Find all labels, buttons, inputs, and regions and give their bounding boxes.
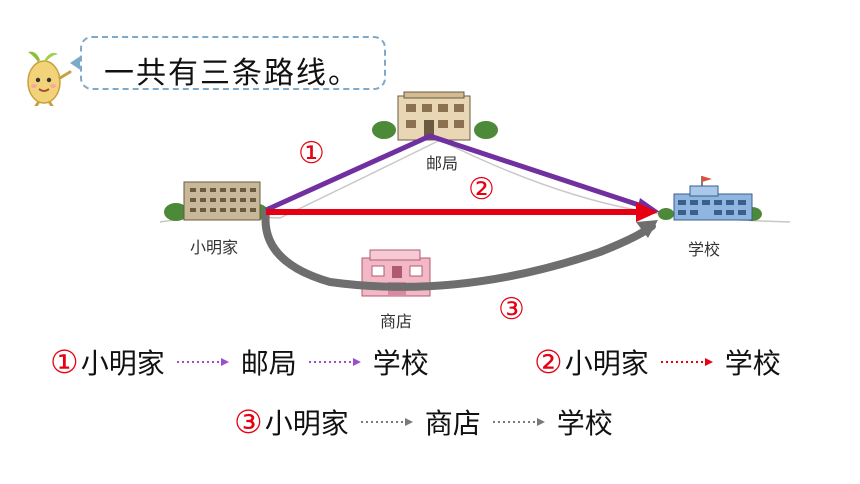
dotted-arrow-icon: [308, 358, 361, 366]
legend-route-3: ③ 小明家 商店 学校: [234, 402, 613, 442]
school-label: 学校: [688, 240, 721, 259]
legend-route-1-stop-1: 小明家: [80, 347, 165, 380]
dotted-arrow-icon: [492, 418, 545, 426]
store-label: 商店: [380, 312, 413, 331]
legend-route-3-number: ③: [234, 403, 263, 441]
legend-route-2-stop-1: 小明家: [564, 347, 649, 380]
route-3-number: ③: [498, 292, 525, 327]
speech-bubble: [80, 36, 386, 90]
route-1-number: ①: [298, 136, 325, 171]
home-building-icon: [164, 181, 268, 221]
post-office-label: 邮局: [426, 154, 459, 173]
route-2-number: ②: [468, 172, 495, 207]
legend-route-2-stop-2: 学校: [724, 347, 781, 380]
route-3-line: [261, 208, 656, 291]
speech-text: 一共有三条路线。: [104, 56, 360, 91]
dotted-arrow-icon: [660, 358, 713, 366]
legend-route-1: ① 小明家 邮局 学校: [50, 342, 429, 382]
route-2-arrowhead: [636, 202, 658, 222]
dotted-arrow-icon: [176, 358, 229, 366]
home-label: 小明家: [190, 238, 239, 257]
speech-bubble-tail: [70, 55, 82, 71]
legend-route-1-stop-2: 邮局: [240, 347, 297, 380]
legend-route-3-stop-3: 学校: [556, 407, 613, 440]
legend-route-2: ② 小明家 学校: [534, 342, 781, 382]
legend-route-3-stop-2: 商店: [424, 407, 481, 440]
potato-mascot-icon: [27, 51, 72, 106]
school-building-icon: [658, 176, 762, 221]
legend-route-3-stop-1: 小明家: [264, 407, 349, 440]
legend-route-1-number: ①: [50, 343, 79, 381]
dotted-arrow-icon: [360, 418, 413, 426]
legend-route-1-stop-3: 学校: [372, 347, 429, 380]
post-office-building-icon: [372, 91, 498, 141]
route-3-arrowhead: [636, 220, 658, 238]
route-1-line: [264, 133, 649, 213]
legend-route-2-number: ②: [534, 343, 563, 381]
